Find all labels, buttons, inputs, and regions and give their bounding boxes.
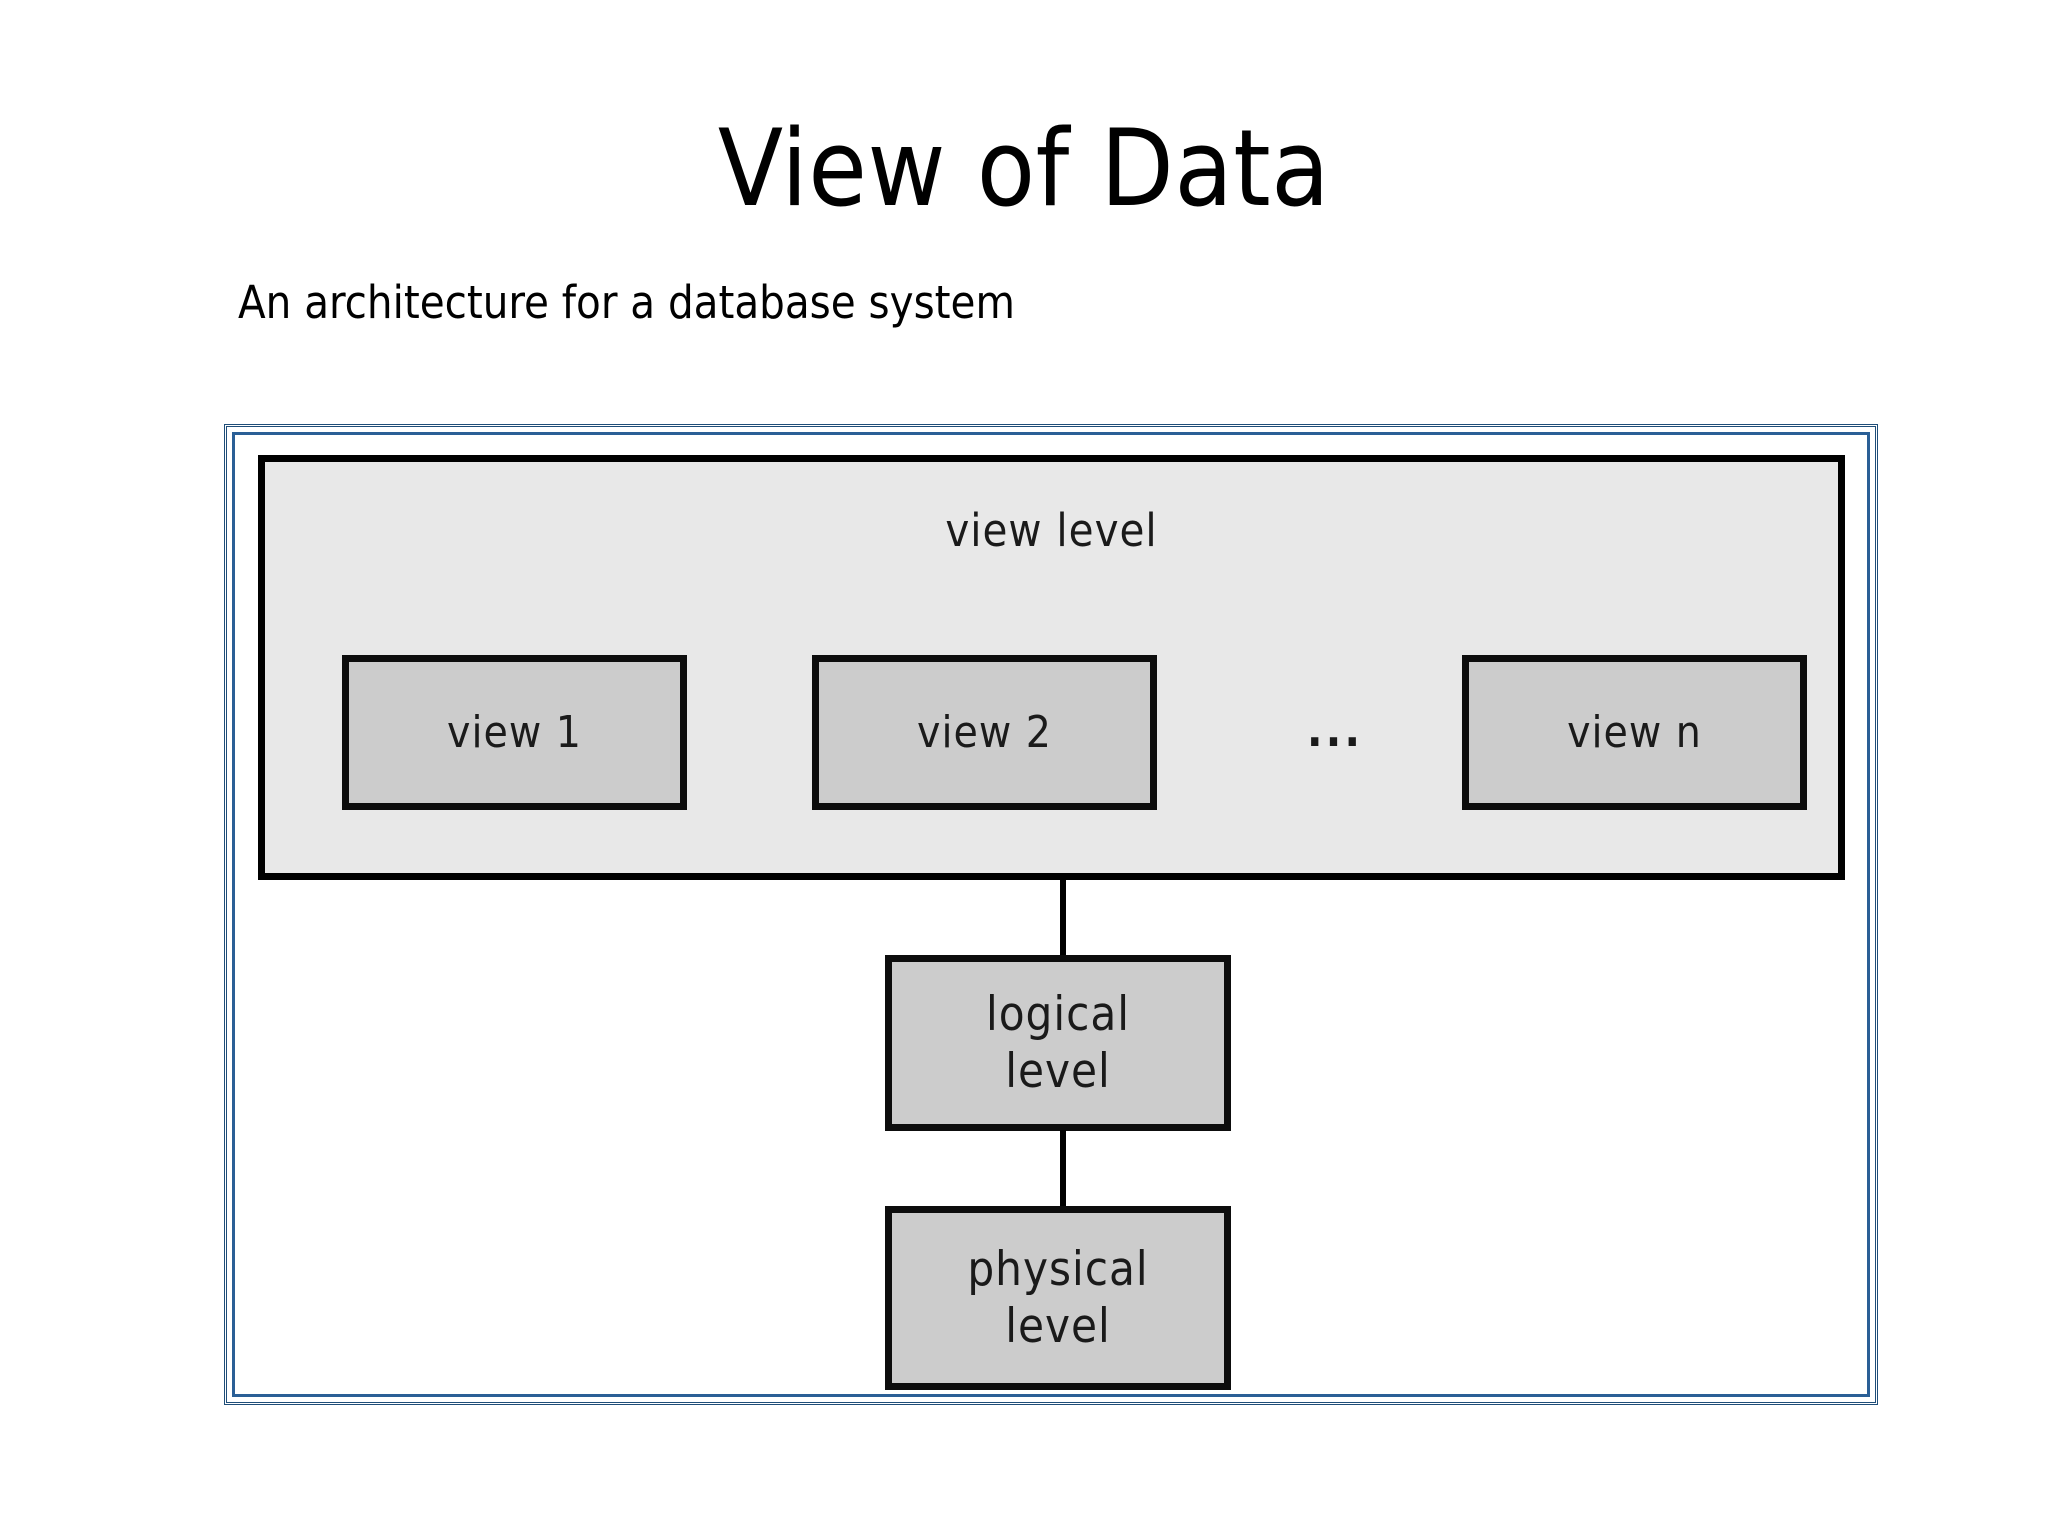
logical-level-label-line1: logical	[985, 986, 1131, 1042]
view-box-2[interactable]: view 2	[812, 655, 1157, 810]
view-level-caption: view level	[945, 504, 1158, 557]
page-subtitle: An architecture for a database system	[238, 276, 1015, 329]
connector-logical-to-physical	[1060, 1130, 1066, 1206]
view-box-1-label: view 1	[447, 707, 582, 758]
logical-level-box[interactable]: logical level	[885, 955, 1231, 1131]
physical-level-label-line1: physical	[967, 1241, 1149, 1297]
physical-level-label-line2: level	[1005, 1299, 1111, 1354]
view-box-1[interactable]: view 1	[342, 655, 687, 810]
physical-level-box[interactable]: physical level	[885, 1206, 1231, 1390]
connector-view-to-logical	[1060, 880, 1066, 956]
view-box-2-label: view 2	[917, 707, 1052, 758]
logical-level-label-line2: level	[1005, 1044, 1111, 1099]
page-title: View of Data	[717, 107, 1331, 230]
view-box-n-label: view n	[1567, 707, 1702, 758]
view-ellipsis: ...	[1306, 703, 1364, 757]
view-box-n[interactable]: view n	[1462, 655, 1807, 810]
view-level-panel: view level view 1 view 2 ... view n	[258, 455, 1845, 880]
